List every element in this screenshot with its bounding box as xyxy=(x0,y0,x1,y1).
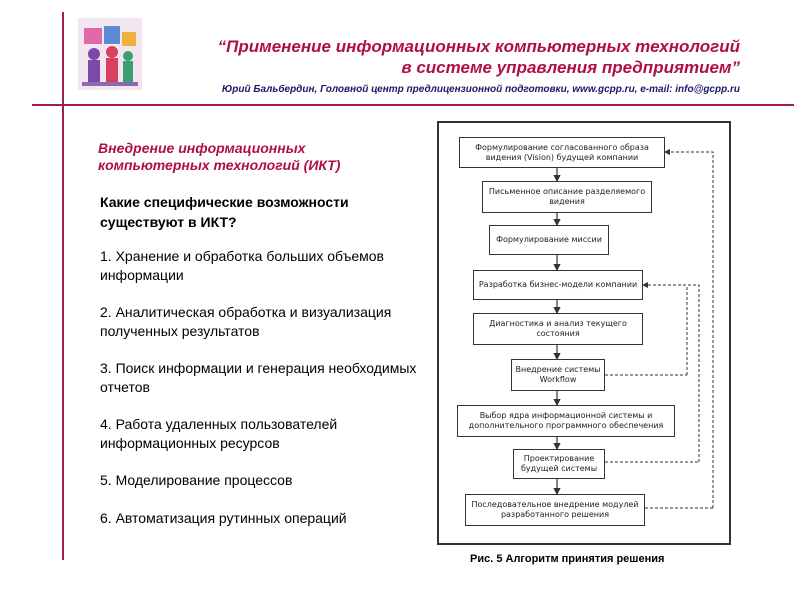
presentation-title: “Применение информационных компьютерных … xyxy=(150,36,740,78)
list-item-5: 5. Моделирование процессов xyxy=(100,472,293,488)
step-box-7: Выбор ядра информационной системы и допо… xyxy=(457,405,675,437)
step-box-4: Разработка бизнес-модели компании xyxy=(473,270,643,300)
figure-caption: Рис. 5 Алгоритм принятия решения xyxy=(470,553,665,565)
title-line-2: в системе управления предприятием” xyxy=(401,58,740,77)
step-box-2: Письменное описание разделяемого видения xyxy=(482,181,652,213)
vertical-rule xyxy=(62,12,64,560)
list-item-3: 3. Поиск информации и генерация необходи… xyxy=(100,360,417,395)
diagram-connectors xyxy=(553,149,714,509)
step-box-1: Формулирование согласованного образа вид… xyxy=(459,137,665,168)
list-item-2: 2. Аналитическая обработка и визуализаци… xyxy=(100,304,392,339)
list-item-1: 1. Хранение и обработка больших объемов … xyxy=(100,248,384,283)
puzzle-people-logo-icon xyxy=(78,18,142,90)
step-box-9: Последовательное внедрение модулей разра… xyxy=(465,494,645,526)
question-text: Какие специфические возможности существу… xyxy=(100,194,349,230)
list-item-6: 6. Автоматизация рутинных операций xyxy=(100,510,347,526)
step-box-6: Внедрение системы Workflow xyxy=(511,359,605,391)
step-box-3: Формулирование миссии xyxy=(489,225,609,255)
title-line-1: “Применение информационных компьютерных … xyxy=(217,37,740,56)
decision-algorithm-diagram: Формулирование согласованного образа вид… xyxy=(437,121,731,545)
slide-subtitle: Внедрение информационных компьютерных те… xyxy=(98,140,341,173)
list-item-4: 4. Работа удаленных пользователей информ… xyxy=(100,416,338,451)
horizontal-rule xyxy=(32,104,794,106)
step-box-8: Проектирование будущей системы xyxy=(513,449,605,479)
author-line: Юрий Бальбердин, Головной центр предлице… xyxy=(221,84,740,95)
step-box-5: Диагностика и анализ текущего состояния xyxy=(473,313,643,345)
